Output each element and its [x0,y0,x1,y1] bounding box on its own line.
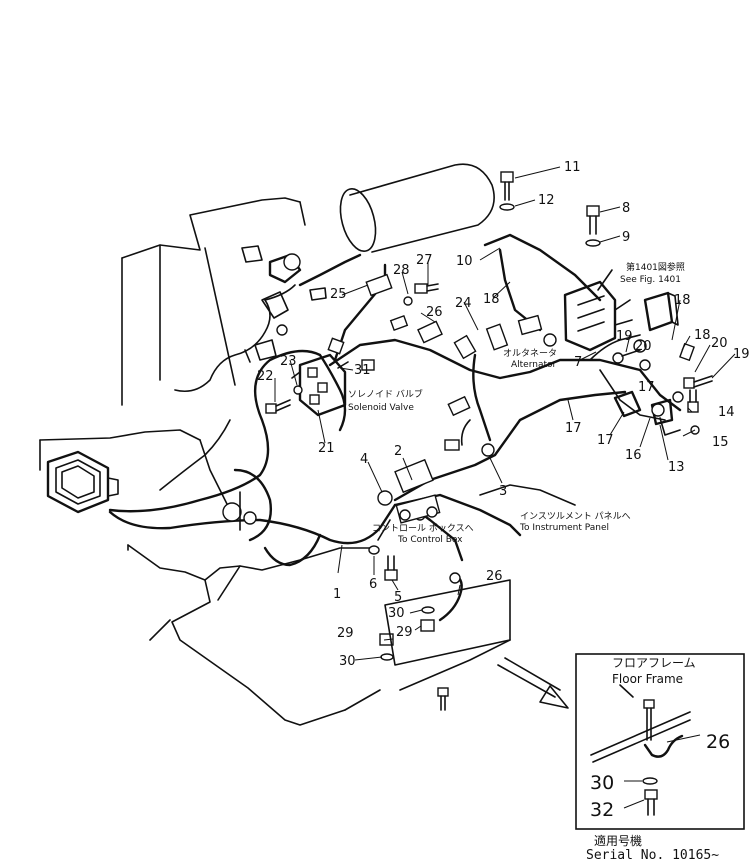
callout-21: 21 [318,441,335,456]
instrument-en: To Instrument Panel [519,523,609,533]
callout-14: 14 [718,405,735,420]
callout-29a: 29 [337,626,354,641]
callout-29b: 29 [396,625,413,640]
callout-15: 15 [712,435,729,450]
callout-25: 25 [330,287,347,302]
callout-22: 22 [257,369,274,384]
upper-left-sensors [241,245,327,363]
alternator-en: Alternator [511,360,557,370]
callout-2: 2 [394,444,402,459]
control-box-connectors [377,494,441,541]
serial-label-en: Serial No. 10165~ [586,848,719,862]
callout-7: 7 [574,355,582,370]
callout-17a: 17 [597,433,614,448]
callout-6: 6 [369,577,377,592]
callout-20b: 20 [711,336,728,351]
callout-8: 8 [622,201,630,216]
solenoid-jp: ソレノイド バルブ [348,388,423,400]
fig-ref-jp: 第1401図参照 [626,261,685,273]
callout-20a: 20 [635,339,652,354]
callout-4: 4 [360,452,368,467]
monitor-lamp [46,450,257,531]
callout-13: 13 [668,460,685,475]
callout-18b: 18 [674,293,691,308]
inset-detail: フロアフレーム Floor Frame 26 30 32 [575,653,745,830]
callout-26a: 26 [426,305,443,320]
control-box-jp: コントロール ボックスへ [372,523,474,534]
serial-label-jp: 適用号機 [594,833,642,848]
callout-18c: 18 [694,328,711,343]
callout-17c: 17 [638,380,655,395]
callout-1: 1 [333,587,341,602]
bracket-plate [384,572,511,666]
alternator [563,269,633,352]
instrument-jp: インスツルメント パネルへ [520,511,631,522]
callout-17b: 17 [565,421,582,436]
callout-24: 24 [455,296,472,311]
alternator-jp: オルタネータ [503,348,557,359]
callout-16: 16 [625,448,642,463]
control-box-en: To Control Box [397,535,463,545]
callout-10: 10 [456,254,473,269]
fasteners [265,171,713,711]
inset-callout-26: 26 [706,731,730,753]
callout-9: 9 [622,230,630,245]
callout-23: 23 [280,354,297,369]
frame-outline [39,197,576,726]
right-components [613,291,700,436]
inset-callout-30: 30 [590,772,614,794]
callout-26b: 26 [486,569,503,584]
callout-12: 12 [538,193,555,208]
inset-title-jp: フロアフレーム [612,656,696,670]
callout-18a: 18 [483,292,500,307]
harness-wires [108,233,682,567]
inset-title-en: Floor Frame [612,672,683,686]
inset-callout-32: 32 [590,799,614,821]
callout-30b: 30 [339,654,356,669]
solenoid-valve [291,353,349,417]
callout-5: 5 [394,590,402,605]
callout-numbers: 1 2 3 4 5 6 7 8 9 10 11 12 13 14 15 16 1… [257,160,749,669]
callout-31: 31 [354,363,371,378]
inset-frame [575,653,745,830]
solenoid-en: Solenoid Valve [348,403,414,413]
callout-3: 3 [499,484,507,499]
annotation-labels: 第1401図参照 See Fig. 1401 オルタネータ Alternator… [348,261,685,545]
callout-28: 28 [393,263,410,278]
callout-19a: 19 [616,329,633,344]
fig-ref-en: See Fig. 1401 [620,275,681,285]
callout-27: 27 [416,253,433,268]
callout-30a: 30 [388,606,405,621]
inset-arrow [497,657,569,709]
callout-19b: 19 [733,347,749,362]
callout-11: 11 [564,160,581,175]
tank-cylinder [339,163,495,253]
leader-lines [274,166,736,661]
